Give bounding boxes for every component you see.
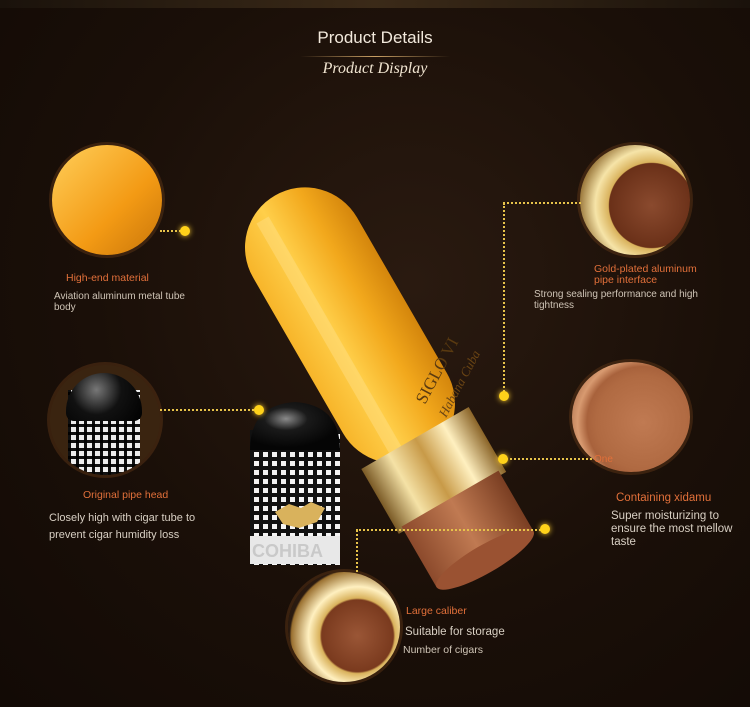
material-closeup [52,145,162,255]
callout-inner-label: One [594,454,613,465]
pipe-head-closeup [50,365,160,475]
feature-title-caliber: Large caliber [406,605,467,617]
cigar-cap [250,402,340,565]
feature-desc-wood: Super moisturizing to ensure the most me… [611,510,733,548]
connector-material [160,230,184,232]
connector-interface-h [503,202,581,204]
marker-material [180,226,190,236]
top-border [0,0,750,8]
connector-interface-v [503,203,505,396]
caliber-closeup [288,572,400,682]
title-divider [300,56,450,57]
interface-closeup [580,145,690,255]
cigar-tube [245,187,534,590]
wood-closeup [572,362,690,472]
connector-pipe-head [160,409,258,411]
pipe-head-dome [66,373,142,421]
marker-wood [498,454,508,464]
marker-caliber [540,524,550,534]
feature-desc-material: Aviation aluminum metal tube body [54,291,185,313]
feature-title-pipe-head: Original pipe head [83,489,169,501]
connector-caliber-h [356,529,544,531]
page-title: Product Details [317,28,433,47]
feature-desc-interface: Strong sealing performance and high tigh… [534,289,698,311]
marker-interface [499,391,509,401]
cap-brand: COHIBA [252,541,323,561]
connector-caliber-v [356,530,358,572]
feature-title-material: High-end material [66,272,149,284]
page-subtitle: Product Display [322,60,428,77]
feature-desc-caliber-2: Number of cigars [403,644,483,656]
connector-wood [502,458,592,460]
feature-title-interface: Gold-plated aluminum pipe interface [594,263,697,286]
feature-desc-caliber-1: Suitable for storage [405,626,505,638]
feature-title-wood: Containing xidamu [616,492,712,504]
feature-desc-pipe-head: Closely high with cigar tube to prevent … [49,512,196,541]
marker-pipe-head [254,405,264,415]
